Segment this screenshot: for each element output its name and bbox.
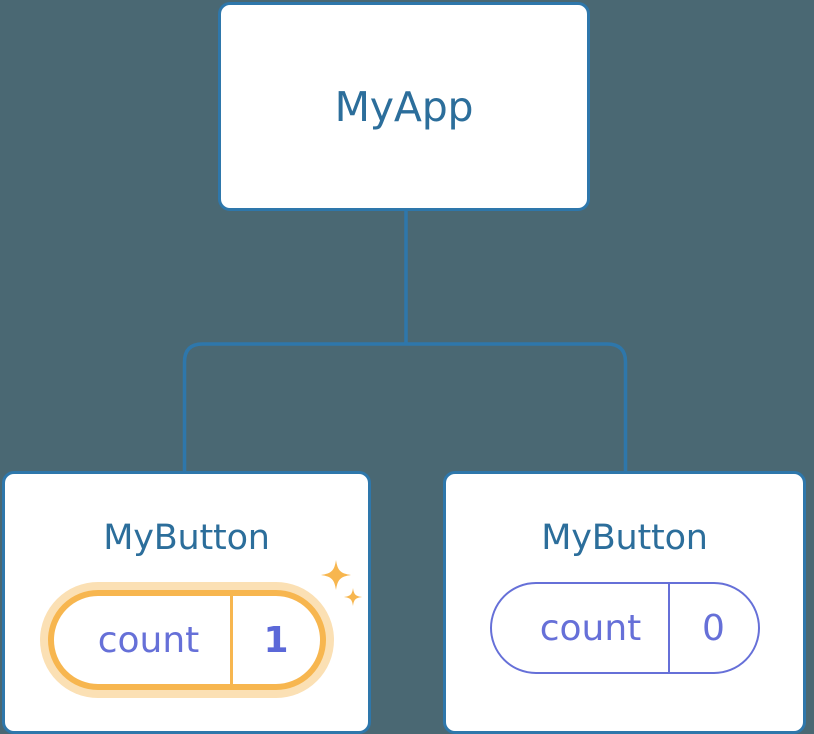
node-root-title: MyApp — [334, 82, 474, 131]
state-pill-wrap-right: count 0 — [446, 582, 803, 674]
state-value-right: 0 — [667, 584, 758, 672]
state-pill-right[interactable]: count 0 — [489, 582, 760, 674]
connector-branch-bus — [182, 342, 628, 472]
node-child-right[interactable]: MyButton count 0 — [443, 471, 806, 734]
state-pill-highlight-glow: count 1 — [39, 582, 334, 698]
state-value-left: 1 — [229, 596, 320, 684]
node-child-right-title: MyButton — [541, 518, 708, 558]
node-child-left[interactable]: MyButton count 1 — [2, 471, 371, 734]
node-child-left-title: MyButton — [103, 518, 270, 558]
node-root-myapp[interactable]: MyApp — [218, 2, 590, 211]
state-key-left: count — [97, 619, 200, 661]
state-key-right: count — [539, 607, 642, 649]
state-pill-left[interactable]: count 1 — [47, 590, 326, 690]
state-pill-wrap-left: count 1 — [5, 582, 368, 698]
